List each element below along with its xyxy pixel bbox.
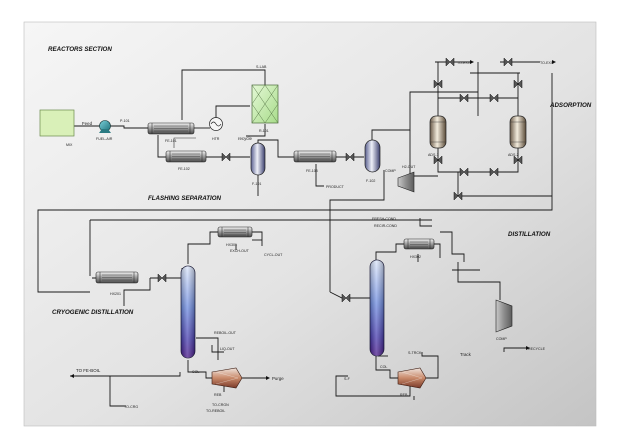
product-label: PRODUCT	[326, 185, 345, 189]
reactor-r101	[251, 84, 279, 124]
heater-label: HTR	[212, 137, 220, 141]
to-crgn-label: TO-CRGN	[212, 403, 229, 407]
fe102-label: FE-102	[178, 167, 190, 171]
f101-label: F-101	[252, 182, 261, 186]
heat-exchanger-fe103	[293, 150, 337, 163]
pump-label: P-101	[120, 119, 130, 123]
heat-exchanger-hx302	[403, 238, 435, 250]
section-title-distillation: DISTILLATION	[508, 231, 551, 238]
adsorber-2-label: ADS-2	[508, 153, 519, 157]
valve-3	[157, 273, 167, 283]
purge-label: Purge	[272, 376, 284, 381]
adsorption-valves	[433, 57, 523, 201]
f102-label: F-102	[366, 179, 375, 183]
feed-box-label: MIX	[66, 143, 73, 147]
reactor-label: R-101	[259, 129, 269, 133]
section-title-adsorption: ADSORPTION	[549, 102, 592, 109]
to-exit-label-2: TO-EXIT	[540, 61, 555, 65]
heat-exchanger-hx201	[95, 271, 139, 284]
heater	[209, 117, 223, 131]
fresh-cond-label: FRESH-COND	[372, 217, 396, 221]
pump-base	[99, 129, 111, 133]
hx302-label: HX302	[410, 255, 421, 259]
section-title-reactors: REACTORS SECTION	[48, 46, 112, 53]
fuel-air-label: FUEL-AIR	[96, 137, 113, 141]
compressor-1	[397, 171, 415, 193]
valve-1	[221, 152, 231, 162]
reboiler-1-label: REB	[214, 393, 222, 397]
liq-out-label: LIQ-OUT	[220, 347, 235, 351]
flash-drum-f101	[250, 142, 266, 176]
fe103-label: FE-103	[306, 169, 318, 173]
valve-4	[341, 293, 351, 303]
arrow-purge	[266, 376, 270, 380]
section-title-cryogenic: CRYOGENIC DISTILLATION	[52, 309, 134, 316]
adsorber-1	[429, 115, 447, 149]
to-crg-label: TO-CRG	[124, 405, 138, 409]
arrow-to-exit-2	[552, 60, 556, 64]
column-1-label: COL	[192, 370, 199, 374]
h2-out-label: H2-OUT	[402, 165, 416, 169]
arrow-to-fe-boil	[70, 374, 74, 378]
s-lab-label: S-LAB	[256, 65, 267, 69]
rec-cond-label: RECIR-COND	[374, 224, 397, 228]
heat-exchanger-fe102	[165, 150, 207, 163]
recycle-out-label: RECYCLE	[528, 347, 546, 351]
to-exit-label-1: TO-EXIT	[457, 61, 472, 65]
fe101-label: FE-101	[165, 139, 177, 143]
hx301-label: HX301	[226, 243, 237, 247]
flash-drum-f102	[364, 139, 381, 173]
heat-exchanger-hx301	[217, 226, 253, 238]
cycl-out-label: CYCL-OUT	[264, 253, 283, 257]
heat-exchanger-fe101	[147, 122, 195, 135]
arrow-recycle-out	[526, 346, 530, 350]
arrow-to-exit-1	[470, 60, 474, 64]
compressor-1-label: COMP	[385, 169, 396, 173]
diagram-background	[23, 21, 597, 427]
column-2-label: COL	[380, 365, 387, 369]
compressor-2-label: COMP	[496, 337, 507, 341]
hx201-label: HX201	[110, 292, 121, 296]
section-title-flashing: FLASHING SEPARATION	[148, 195, 222, 202]
feed-label: Feed	[82, 121, 93, 126]
compressor-2	[495, 299, 513, 333]
s-trck-label: S-TRCK	[408, 351, 422, 355]
reboiler-2	[397, 367, 427, 389]
to-fe-boil-label: TO FE-BOIL	[76, 368, 101, 373]
valve-2	[345, 152, 355, 162]
adsorber-1-label: ADS-1	[428, 153, 439, 157]
reboil-out-label: REBOIL-OUT	[214, 331, 237, 335]
recycle-label: recycle	[238, 136, 252, 141]
reboiler-1	[211, 367, 243, 389]
to-reboil-label: TO-REBOIL	[206, 409, 225, 413]
adsorber-2	[509, 115, 527, 149]
track-label: Track	[460, 352, 472, 357]
s-f-label: S-F	[344, 377, 351, 381]
feed-tank-box	[39, 109, 75, 137]
cryogenic-column	[180, 265, 196, 359]
reboiler-2-label: REB	[400, 393, 408, 397]
distillation-column	[369, 259, 385, 357]
exch-out-label: EXCH-OUT	[230, 249, 250, 253]
